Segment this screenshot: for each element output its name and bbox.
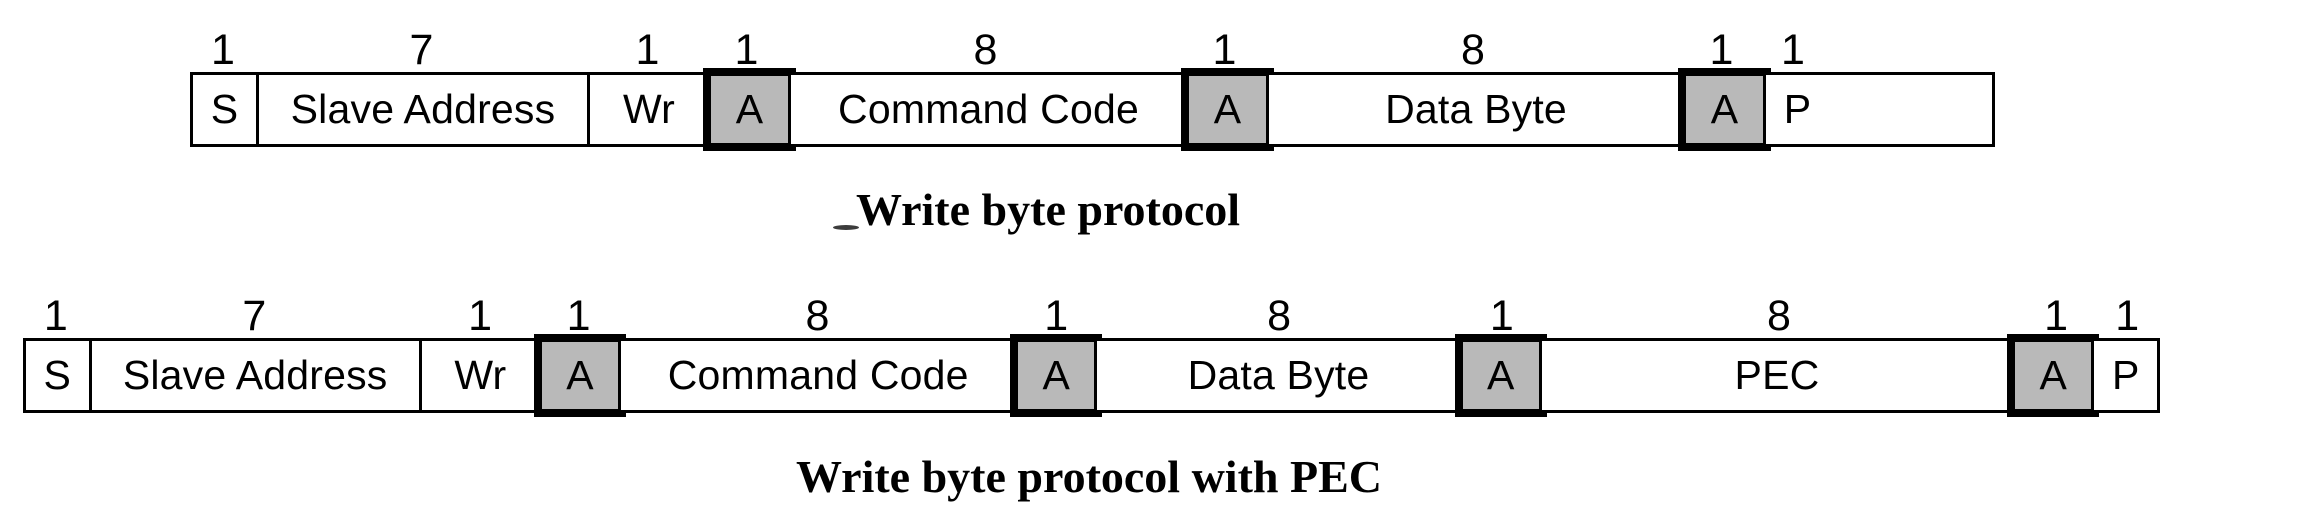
field-start: S [193,75,259,144]
field-data-byte: Data Byte [1266,75,1686,144]
field-ack-2-label: A [1213,86,1242,132]
field-ack-3: A [1678,68,1771,151]
caption-write-byte-protocol-with-pec: Write byte protocol with PEC [795,451,1382,502]
field-wr: Wr [590,75,711,144]
field-pec-start: S [26,341,92,410]
field-pec-stop: P [2091,341,2157,410]
field-ack-2: A [1181,68,1274,151]
bit-count-pec-slave-address: 7 [242,292,267,340]
field-slave-address: Slave Address [259,75,590,144]
field-pec-ack-3-label: A [1486,352,1515,398]
bit-count-p: 1 [1781,26,1805,74]
bit-count-pec-command-code: 8 [805,292,830,340]
field-ack-1: A [703,68,796,151]
caption-write-byte-protocol: Write byte protocol [855,184,1241,235]
bit-count-pec-wr: 1 [468,292,493,340]
field-pec-ack-2-label: A [1042,352,1071,398]
field-pec-slave-address: Slave Address [91,341,422,410]
bit-count-pec-ack-1: 1 [566,292,591,340]
bit-count-s: 1 [211,26,235,74]
field-pec-start-label: S [43,352,72,398]
field-pec-checksum-label: PEC [1734,352,1820,398]
bit-count-pec-s: 1 [43,292,68,340]
scan-artifact-speck [833,225,859,230]
bit-count-wr: 1 [635,26,660,74]
field-pec-data-byte-label: Data Byte [1187,352,1370,398]
bit-count-pec-pec: 8 [1767,292,1791,340]
bit-count-pec-data-byte: 8 [1267,292,1291,340]
field-data-byte-label: Data Byte [1385,86,1567,132]
field-start-label: S [210,86,239,132]
field-pec-checksum: PEC [1538,341,2016,410]
field-pec-stop-label: P [2111,352,2140,398]
protocol-frame-write-byte: S Slave Address Wr A Command Code A Data… [190,68,1995,151]
bit-count-pec-p: 1 [2115,292,2140,340]
field-stop-label: P [1783,86,1812,132]
bit-count-ack-1: 1 [734,26,759,74]
field-pec-slave-address-label: Slave Address [122,352,388,398]
field-pec-ack-4: A [2007,334,2100,417]
field-pec-data-byte: Data Byte [1094,341,1463,410]
field-ack-3-label: A [1710,86,1739,132]
field-pec-command-code-label: Command Code [667,352,969,398]
bit-count-command-code: 8 [973,26,998,74]
field-pec-ack-2: A [1010,334,1103,417]
field-pec-wr-label: Wr [454,352,507,398]
bit-count-pec-ack-3: 1 [1489,292,1514,340]
bit-count-ack-3: 1 [1709,26,1734,74]
field-pec-ack-3: A [1454,334,1548,417]
field-slave-address-label: Slave Address [290,86,556,132]
bit-count-pec-ack-4: 1 [2044,292,2068,340]
field-ack-1-label: A [735,86,764,132]
field-pec-wr: Wr [421,341,542,410]
bit-count-data-byte: 8 [1461,26,1485,74]
protocol-frame-write-byte-pec: S Slave Address Wr A Command Code A Data… [23,334,2160,417]
bit-count-pec-ack-2: 1 [1044,292,1069,340]
bit-count-row-write-byte-pec: 1 7 1 1 8 1 8 1 8 1 1 [23,280,2160,338]
bit-count-row-write-byte: 1 7 1 1 8 1 8 1 1 [190,14,1995,72]
field-pec-command-code: Command Code [618,341,1019,410]
field-command-code: Command Code [788,75,1189,144]
field-pec-ack-4-label: A [2039,352,2068,398]
field-stop: P [1763,75,1829,144]
field-pec-ack-1-label: A [566,352,594,398]
bit-count-slave-address: 7 [409,26,434,74]
bit-count-ack-2: 1 [1212,26,1237,74]
field-command-code-label: Command Code [838,86,1139,132]
field-wr-label: Wr [622,86,675,132]
field-pec-ack-1: A [533,334,627,417]
